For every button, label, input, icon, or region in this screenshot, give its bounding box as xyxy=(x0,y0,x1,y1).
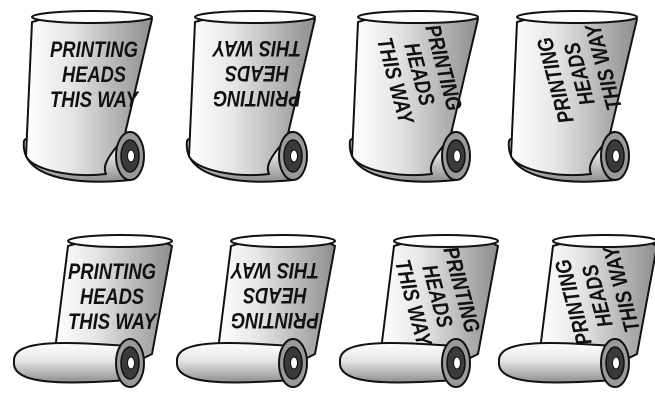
roll-label-line: PRINTING xyxy=(231,308,319,333)
paper-curl-top xyxy=(68,235,172,247)
roll-core-hole xyxy=(291,357,298,369)
roll-body xyxy=(340,343,456,382)
paper-curl-top xyxy=(32,11,152,23)
paper-curl-top xyxy=(517,11,637,23)
roll-core-hole xyxy=(454,357,461,369)
roll-label-line: HEADS xyxy=(62,62,126,87)
roll-label-line: THIS WAY xyxy=(68,309,158,334)
roll-core-hole xyxy=(454,150,461,162)
roll-core-hole xyxy=(128,357,135,369)
paper-curl-top xyxy=(553,235,655,247)
roll-label-line: PRINTING xyxy=(68,259,156,284)
roll-body xyxy=(14,343,130,382)
roll-core-hole xyxy=(291,150,298,162)
roll-core-hole xyxy=(613,150,620,162)
roll-label-line: PRINTING xyxy=(213,86,301,111)
roll-label-line: THIS WAY xyxy=(211,36,301,61)
paper-curl-top xyxy=(231,235,335,247)
roll-label-line: PRINTING xyxy=(50,37,138,62)
roll-label-line: HEADS xyxy=(80,284,144,309)
roll-core-hole xyxy=(613,357,620,369)
roll-body xyxy=(177,343,293,382)
roll-label-line: THIS WAY xyxy=(229,258,319,283)
paper-curl-top xyxy=(195,11,315,23)
roll-label-line: THIS WAY xyxy=(50,87,140,112)
paper-curl-top xyxy=(358,11,478,23)
paper-curl-top xyxy=(394,235,498,247)
roll-label-line: HEADS xyxy=(225,61,289,86)
roll-body xyxy=(499,343,615,382)
roll-label-line: HEADS xyxy=(243,283,307,308)
roll-core-hole xyxy=(128,150,135,162)
